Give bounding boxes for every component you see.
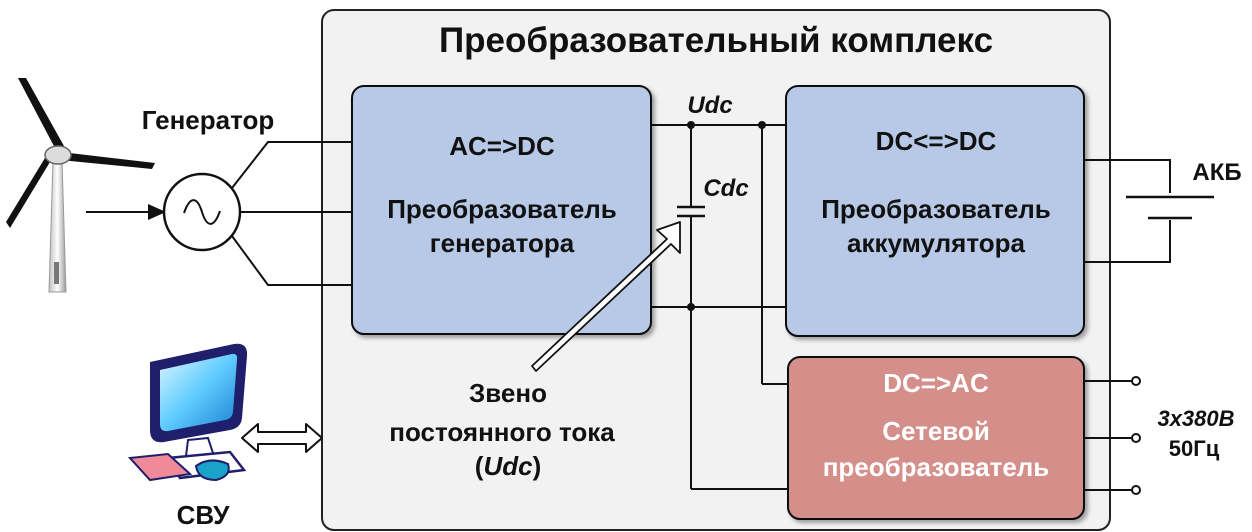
communication-arrow: [241, 423, 323, 453]
generator-converter-title-1: Преобразователь: [387, 194, 617, 224]
battery-converter-title-1: Преобразователь: [821, 194, 1051, 224]
grid-converter-mode: DC=>AC: [883, 368, 989, 398]
battery-converter-title-2: аккумулятора: [847, 228, 1025, 258]
output-terminal: [1131, 376, 1141, 386]
battery-lead-positive: [1084, 159, 1171, 193]
output-terminal: [1131, 433, 1141, 443]
grid-converter-title-1: Сетевой: [882, 416, 990, 446]
computer-icon: [127, 343, 248, 482]
generator-converter-mode: AC=>DC: [449, 131, 555, 161]
generator-label: Генератор: [142, 105, 275, 135]
output-frequency: 50Гц: [1169, 436, 1220, 461]
battery-converter-mode: DC<=>DC: [876, 126, 997, 156]
output-voltage: 3x380В: [1157, 406, 1234, 431]
phase-line-c: [231, 235, 352, 286]
wind-turbine-icon: [6, 78, 155, 293]
generator-converter-block: [351, 85, 652, 335]
output-terminal: [1131, 485, 1141, 495]
battery-converter-block: [785, 85, 1085, 337]
dc-link-label-1: Звено: [469, 378, 547, 408]
node-dot: [758, 121, 766, 129]
complex-title: Преобразовательный комплекс: [439, 21, 993, 60]
battery-label: АКБ: [1192, 159, 1241, 186]
battery-lead-negative: [1084, 220, 1171, 263]
ac-source-icon: [162, 172, 242, 252]
udc-label: Udc: [687, 92, 732, 119]
battery-icon: [1126, 195, 1214, 220]
dc-link-label-3: (Udc): [475, 451, 541, 481]
phase-line-a: [231, 141, 352, 189]
grid-converter-title-2: преобразователь: [823, 452, 1050, 482]
dc-link-label-2: постоянного тока: [389, 417, 615, 447]
node-dot: [687, 121, 695, 129]
svu-label: СВУ: [177, 500, 231, 530]
node-dot: [687, 303, 695, 311]
dc-link-pointer-arrow: [531, 221, 681, 372]
cdc-label: Cdc: [703, 175, 748, 202]
generator-converter-title-2: генератора: [430, 228, 575, 258]
